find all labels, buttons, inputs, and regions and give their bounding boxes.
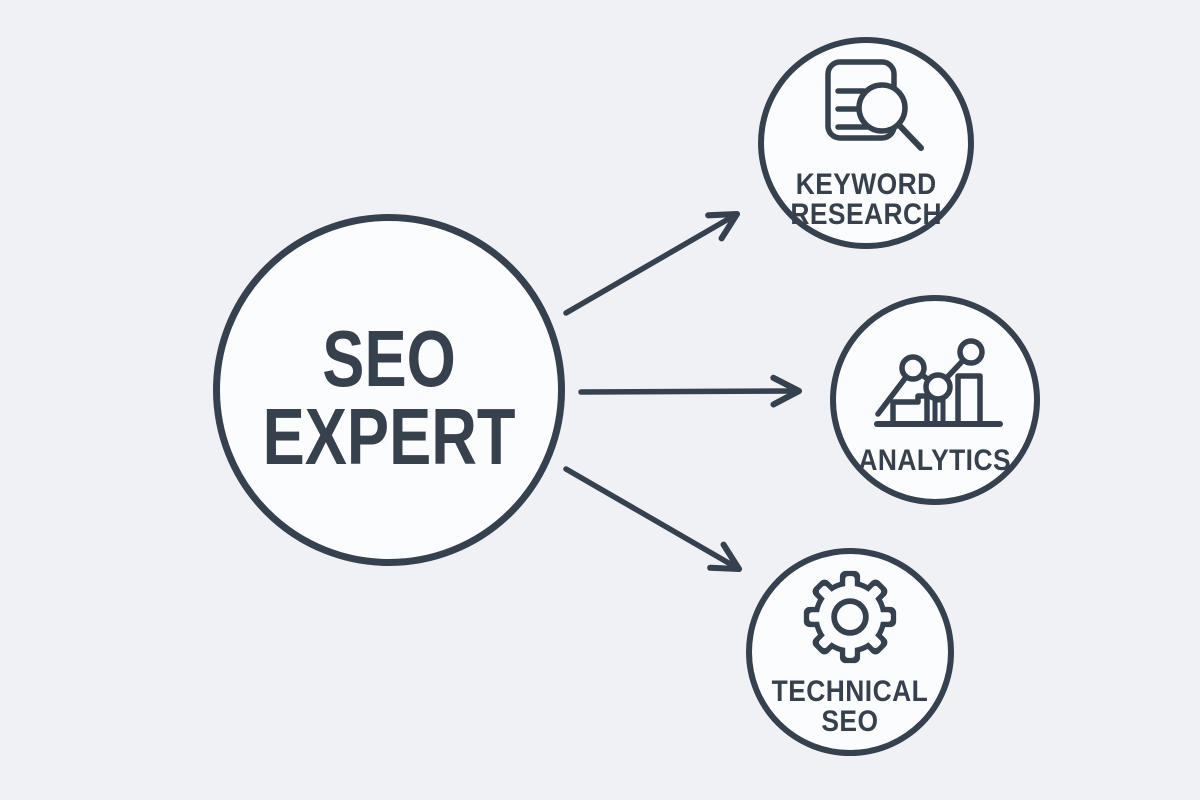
analytics-node: ANALYTICS [830,295,1040,505]
technical-seo-label: TECHNICAL SEO [772,677,928,737]
seo-expert-node: SEO EXPERT [213,214,565,566]
seo-expert-line1: SEO [322,314,456,404]
arrow-to-analytics [578,374,803,408]
seo-expert-label: SEO EXPERT [262,314,516,481]
arrow-to-technical-seo [563,466,743,573]
analytics-label: ANALYTICS [859,446,1012,476]
technical-seo-line2: SEO [821,705,879,738]
keyword-research-line1: KEYWORD [795,167,937,201]
gear-icon [800,567,900,672]
keyword-research-line2: RESEARCH [790,197,942,231]
analytics-line1: ANALYTICS [858,444,1012,477]
arrow-to-keyword-research [563,210,741,316]
technical-seo-node: TECHNICAL SEO [746,548,954,756]
technical-seo-line1: TECHNICAL [771,675,929,708]
bar-chart-trend-icon [868,324,1003,439]
keyword-research-label: KEYWORD RESEARCH [790,167,942,231]
document-search-icon [821,57,926,162]
keyword-research-node: KEYWORD RESEARCH [758,37,974,249]
seo-expert-line2: EXPERT [262,392,516,481]
